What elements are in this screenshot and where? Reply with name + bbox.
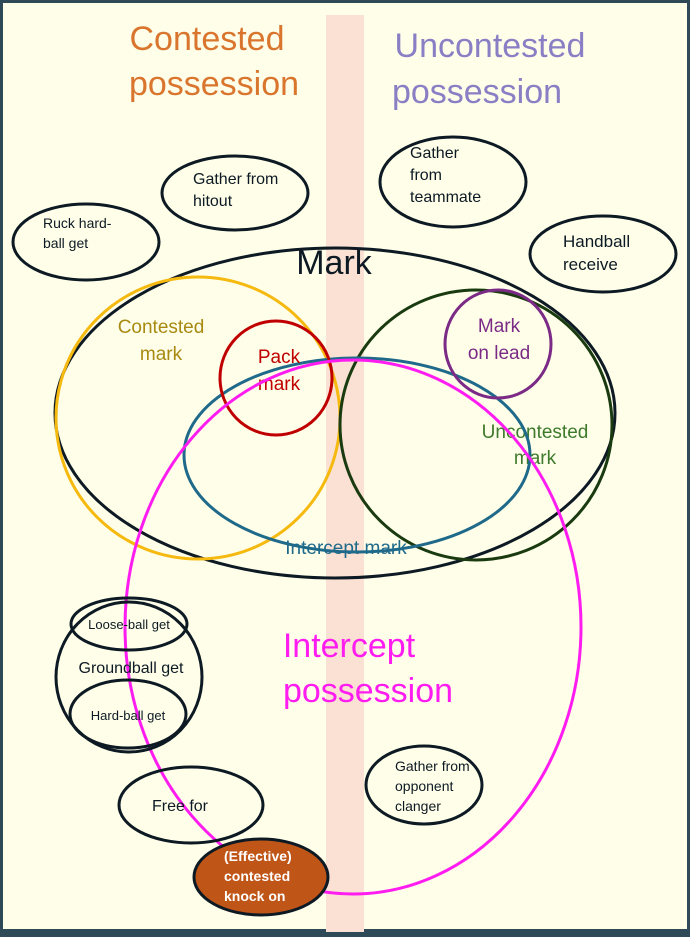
hard-ball-get-label: Hard-ball get: [91, 708, 166, 723]
intercept-mark-label: Intercept mark: [285, 538, 407, 559]
mark-label: Mark: [296, 244, 373, 282]
knock-on-label-line-3: knock on: [224, 888, 285, 904]
gather-from-opponent-clanger-ellipse: [364, 744, 484, 826]
gather-from-opponent-clanger-label-line-3: clanger: [395, 798, 441, 814]
ruck-hard-ball-get-label-line-1: Ruck hard-: [43, 215, 112, 231]
ruck-hard-ball-get-label-line-2: ball get: [43, 235, 88, 251]
groundball-get-ellipse: [54, 600, 204, 754]
pack-mark-circle: [218, 319, 334, 437]
gather-from-teammate-ellipse: [378, 135, 528, 229]
hard-ball-get-ellipse: [68, 678, 188, 750]
free-for-ellipse: [117, 765, 265, 845]
gather-from-hitout-label-line-1: Gather from: [193, 171, 278, 188]
loose-ball-get-ellipse: [69, 596, 189, 652]
gather-from-hitout-label-line-2: hitout: [193, 193, 233, 210]
heading-contested-line-2: possession: [129, 65, 299, 103]
mark-on-lead-circle: [443, 288, 553, 400]
gather-from-teammate-label-line-2: from: [410, 167, 442, 184]
gather-from-opponent-clanger-label-line-2: opponent: [395, 778, 454, 794]
gather-from-opponent-clanger-label-line-1: Gather from: [395, 758, 470, 774]
free-for-label: Free for: [152, 798, 209, 815]
uncontested-mark-circle: [338, 288, 614, 562]
intercept-possession-label-line-1: Intercept: [283, 627, 416, 665]
handball-receive-label-line-2: receive: [563, 255, 618, 274]
pack-mark-label-line-2: mark: [258, 374, 301, 395]
contested-mark-label-line-1: Contested: [118, 317, 205, 338]
groundball-get-label: Groundball get: [79, 660, 185, 677]
contested-mark-label-line-2: mark: [140, 344, 183, 365]
loose-ball-get-label: Loose-ball get: [88, 617, 170, 632]
ruck-hard-ball-get-ellipse: [11, 202, 161, 282]
effective-contested-knock-on-ellipse: [192, 837, 330, 917]
intercept-possession-label-line-2: possession: [283, 672, 453, 710]
intercept-mark-ellipse: [182, 356, 532, 554]
handball-receive-label-line-1: Handball: [563, 232, 630, 251]
intercept-possession-ellipse: [123, 358, 583, 896]
heading-contested-line-1: Contested: [130, 20, 285, 58]
pack-mark-label-line-1: Pack: [258, 347, 301, 368]
handball-receive-ellipse: [528, 214, 678, 294]
heading-uncontested-line-2: possession: [392, 73, 562, 111]
mark-on-lead-label-line-2: on lead: [468, 343, 530, 364]
contested-uncontested-divider: [326, 15, 364, 932]
gather-from-hitout-ellipse: [160, 154, 310, 232]
knock-on-label-line-2: contested: [224, 868, 290, 884]
gather-from-teammate-label-line-1: Gather: [410, 145, 460, 162]
mark-on-lead-label-line-1: Mark: [478, 316, 521, 337]
knock-on-label-line-1: (Effective): [224, 848, 292, 864]
gather-from-teammate-label-line-3: teammate: [410, 189, 481, 206]
uncontested-mark-label-line-1: Uncontested: [482, 422, 589, 443]
heading-uncontested-line-1: Uncontested: [395, 27, 586, 65]
